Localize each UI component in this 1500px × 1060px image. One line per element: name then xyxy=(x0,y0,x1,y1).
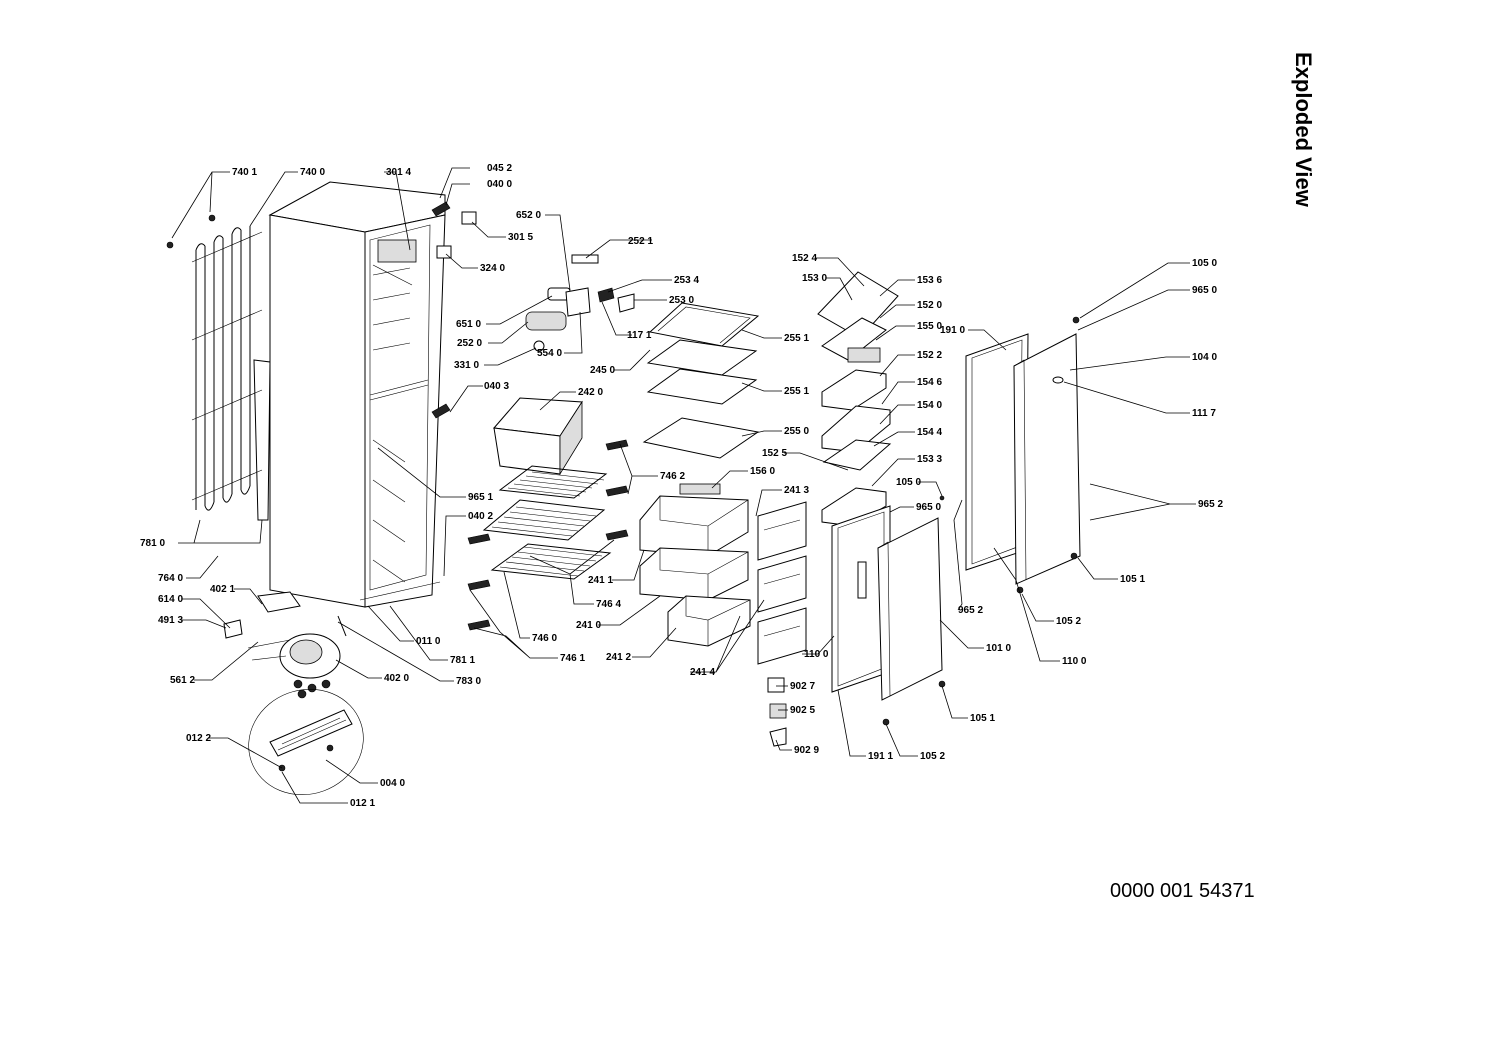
part-label: 154 6 xyxy=(917,377,942,388)
part-label: 746 1 xyxy=(560,653,585,664)
freezer-flaps xyxy=(757,501,807,665)
part-label: 105 1 xyxy=(1120,574,1145,585)
part-label: 324 0 xyxy=(480,263,505,274)
upper-small-parts xyxy=(431,201,599,419)
part-label: 105 2 xyxy=(1056,616,1081,627)
cabinet xyxy=(268,181,446,608)
part-label: 101 0 xyxy=(986,643,1011,654)
part-label: 746 4 xyxy=(596,599,621,610)
part-label: 004 0 xyxy=(380,778,405,789)
part-label: 902 9 xyxy=(794,745,819,756)
part-label: 965 0 xyxy=(916,502,941,513)
part-label: 110 0 xyxy=(1062,656,1087,667)
part-label: 105 0 xyxy=(1192,258,1217,269)
freezer-drawers xyxy=(639,483,751,647)
part-label: 781 1 xyxy=(450,655,475,666)
part-label: 040 3 xyxy=(484,381,509,392)
crisper-and-wire-shelves xyxy=(467,397,629,631)
part-label: 614 0 xyxy=(158,594,183,605)
thermostat-assembly xyxy=(525,287,635,352)
part-label: 965 1 xyxy=(468,492,493,503)
part-label: 255 1 xyxy=(784,333,809,344)
part-label: 012 2 xyxy=(186,733,211,744)
part-label: 040 0 xyxy=(487,179,512,190)
part-label: 040 2 xyxy=(468,511,493,522)
glass-shelves xyxy=(642,302,760,459)
part-label: 153 3 xyxy=(917,454,942,465)
part-label: 045 2 xyxy=(487,163,512,174)
part-label: 153 6 xyxy=(917,275,942,286)
part-label: 154 0 xyxy=(917,400,942,411)
part-label: 740 0 xyxy=(300,167,325,178)
part-label: 902 7 xyxy=(790,681,815,692)
part-label: 012 1 xyxy=(350,798,375,809)
part-label: 191 0 xyxy=(940,325,965,336)
part-label: 111 7 xyxy=(1192,408,1216,419)
part-label: 152 5 xyxy=(762,448,787,459)
part-label: 902 5 xyxy=(790,705,815,716)
part-label: 301 5 xyxy=(508,232,533,243)
part-label: 746 0 xyxy=(532,633,557,644)
doors xyxy=(831,333,1081,701)
part-label: 110 0 xyxy=(804,649,829,660)
part-label: 252 0 xyxy=(457,338,482,349)
document-number: 0000 001 54371 xyxy=(1110,880,1255,902)
part-label: 241 0 xyxy=(576,620,601,631)
door-balconies xyxy=(817,271,899,527)
part-label: 252 1 xyxy=(628,236,653,247)
part-label: 011 0 xyxy=(416,636,441,647)
part-label: 155 0 xyxy=(917,321,942,332)
part-label: 781 0 xyxy=(140,538,165,549)
part-label: 965 2 xyxy=(1198,499,1223,510)
part-label: 117 1 xyxy=(627,330,652,341)
part-label: 965 2 xyxy=(958,605,983,616)
part-label: 331 0 xyxy=(454,360,479,371)
part-label: 554 0 xyxy=(537,348,562,359)
condenser-coil xyxy=(166,214,271,521)
part-label: 153 0 xyxy=(802,273,827,284)
part-label: 253 0 xyxy=(669,295,694,306)
part-label: 152 2 xyxy=(917,350,942,361)
part-label: 156 0 xyxy=(750,466,775,477)
part-label: 152 4 xyxy=(792,253,817,264)
leader-lines xyxy=(171,167,1196,804)
accessories xyxy=(767,316,1080,747)
part-labels: 740 1 740 0 301 4 045 2 040 0 301 5 324 0 252 1… xyxy=(140,163,1223,809)
part-label: 105 2 xyxy=(920,751,945,762)
part-label: 652 0 xyxy=(516,210,541,221)
part-label: 255 1 xyxy=(784,386,809,397)
part-label: 740 1 xyxy=(232,167,257,178)
part-label: 651 0 xyxy=(456,319,481,330)
part-label: 402 1 xyxy=(210,584,235,595)
diagram-title: Exploded View xyxy=(1291,52,1316,208)
part-label: 255 0 xyxy=(784,426,809,437)
part-label: 253 4 xyxy=(674,275,699,286)
part-label: 965 0 xyxy=(1192,285,1217,296)
part-label: 105 1 xyxy=(970,713,995,724)
part-label: 241 2 xyxy=(606,652,631,663)
part-label: 301 4 xyxy=(386,167,411,178)
part-label: 402 0 xyxy=(384,673,409,684)
part-label: 105 0 xyxy=(896,477,921,488)
part-label: 154 4 xyxy=(917,427,942,438)
part-label: 561 2 xyxy=(170,675,195,686)
part-label: 764 0 xyxy=(158,573,183,584)
part-label: 152 0 xyxy=(917,300,942,311)
compressor-and-base xyxy=(223,591,364,796)
part-label: 245 0 xyxy=(590,365,615,376)
part-label: 241 3 xyxy=(784,485,809,496)
part-label: 191 1 xyxy=(868,751,893,762)
part-label: 242 0 xyxy=(578,387,603,398)
part-label: 491 3 xyxy=(158,615,183,626)
part-label: 783 0 xyxy=(456,676,481,687)
part-label: 104 0 xyxy=(1192,352,1217,363)
part-label: 241 1 xyxy=(588,575,613,586)
part-label: 241 4 xyxy=(690,667,715,678)
part-label: 746 2 xyxy=(660,471,685,482)
